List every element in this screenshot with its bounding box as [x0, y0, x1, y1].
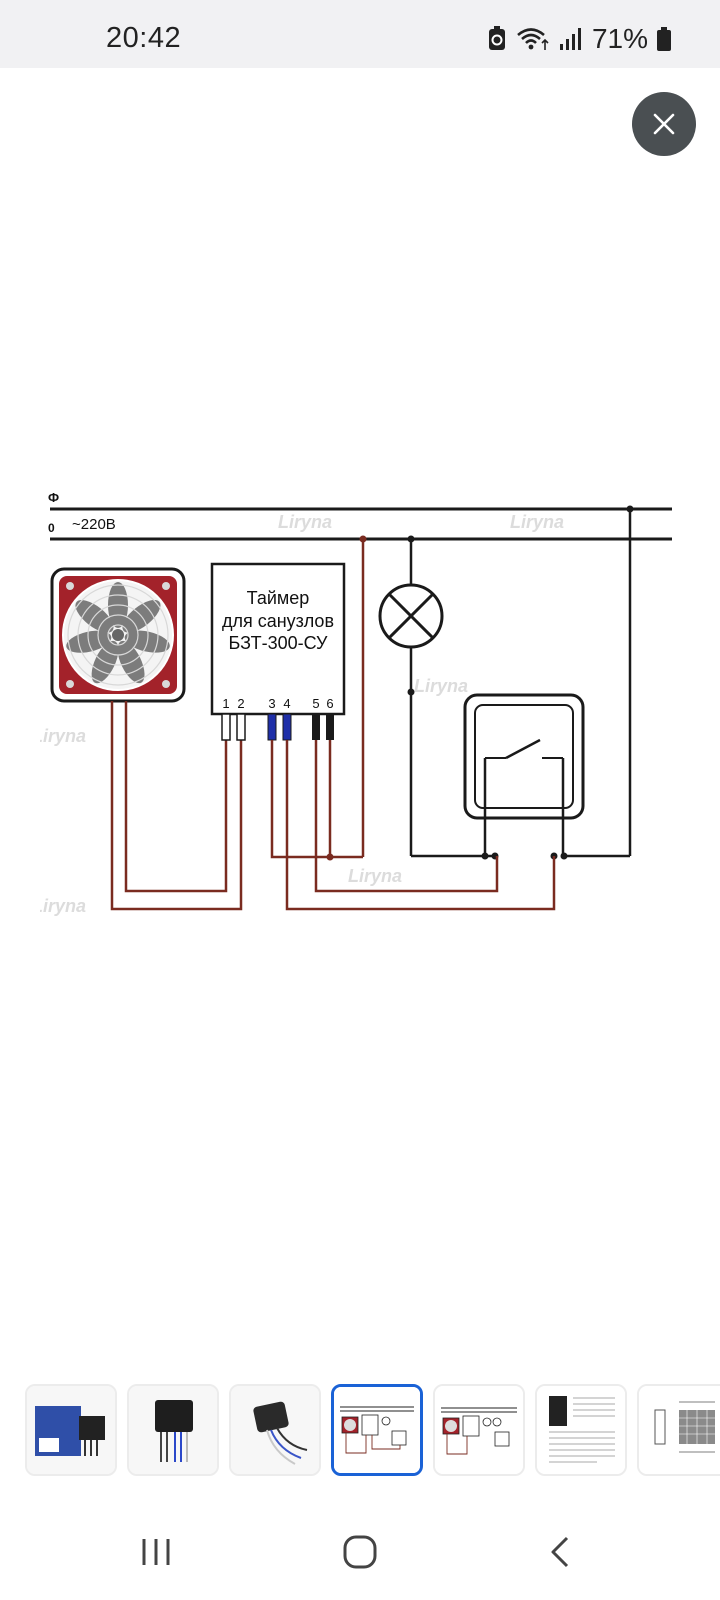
- home-icon: [343, 1535, 377, 1569]
- thumbnail-2[interactable]: [127, 1384, 219, 1476]
- terminal-1-label: 1: [222, 696, 229, 711]
- thumbnail-3[interactable]: [229, 1384, 321, 1476]
- thumbnail-7[interactable]: [637, 1384, 720, 1476]
- thumbnail-4-selected[interactable]: [331, 1384, 423, 1476]
- status-time: 20:42: [106, 22, 182, 54]
- signal-icon: [559, 28, 581, 50]
- back-icon: [551, 1536, 569, 1568]
- watermark: Liryna: [40, 896, 86, 916]
- status-bar: 20:42 71%: [0, 0, 720, 68]
- battery-percent: 71%: [591, 23, 648, 54]
- watermark: Liryna: [510, 512, 564, 532]
- home-button[interactable]: [330, 1528, 390, 1576]
- timer-title: Таймер: [247, 588, 310, 608]
- recents-icon: [142, 1539, 170, 1565]
- status-icons: 71%: [486, 23, 672, 54]
- thumbnail-strip: [25, 1384, 720, 1480]
- watermark: Liryna: [348, 866, 402, 886]
- terminal-4-label: 4: [283, 696, 290, 711]
- terminal-2-label: 2: [237, 696, 244, 711]
- phase-label: Ф: [48, 490, 59, 505]
- wiring-diagram-image: Liryna Liryna Liryna Liryna Liryna Liryn…: [40, 490, 672, 916]
- thumbnail-6[interactable]: [535, 1384, 627, 1476]
- close-button[interactable]: [632, 92, 696, 156]
- navigation-bar: [0, 1498, 720, 1600]
- timer-model: БЗТ-300-СУ: [229, 633, 329, 653]
- terminal-6-label: 6: [326, 696, 333, 711]
- thumbnail-5[interactable]: [433, 1384, 525, 1476]
- watermark: Liryna: [414, 676, 468, 696]
- thumbnail-1[interactable]: [25, 1384, 117, 1476]
- watermark: Liryna: [278, 512, 332, 532]
- recents-button[interactable]: [126, 1528, 186, 1576]
- terminal-5-label: 5: [312, 696, 319, 711]
- close-icon: [653, 113, 675, 135]
- voltage-label: ~220В: [72, 516, 116, 533]
- terminal-3-label: 3: [268, 696, 275, 711]
- timer-subtitle: для санузлов: [222, 611, 334, 631]
- wifi-icon: [517, 28, 549, 50]
- battery-icon: [657, 27, 671, 51]
- battery-saver-icon: [488, 26, 505, 50]
- back-button[interactable]: [530, 1528, 590, 1576]
- watermark: Liryna: [40, 726, 86, 746]
- neutral-label: 0: [48, 521, 55, 535]
